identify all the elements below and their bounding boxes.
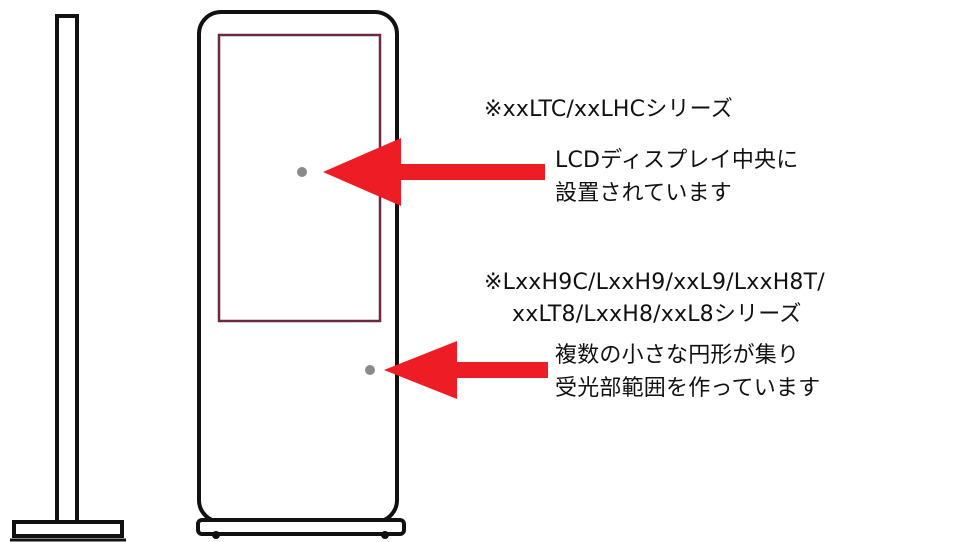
side-view-stand (10, 14, 126, 542)
annotation-2-line-2: 受光部範囲を作っています (555, 376, 821, 401)
annotation-1-line-2: 設置されています (555, 181, 732, 206)
signage-body (197, 10, 399, 524)
pointer-arrows (323, 138, 548, 399)
arrow-to-lower-sensor (384, 341, 548, 399)
annotation-1-series-label: ※xxLTC/xxLHCシリーズ (484, 97, 733, 122)
front-view-signage (196, 10, 406, 539)
annotation-1-line-1: LCDディスプレイ中央に (555, 148, 799, 173)
annotation-2-series-label-2: xxLT8/LxxH8/xxL8シリーズ (512, 302, 802, 327)
base-foot-left (212, 531, 220, 539)
annotation-2-series-label-1: ※LxxH9C/LxxH9/xxL9/LxxH8T/ (484, 270, 825, 295)
base-foot-right (381, 531, 389, 539)
side-view-base (12, 520, 124, 538)
side-view-pole (55, 14, 79, 530)
sensor-dot-lower-panel (365, 365, 375, 375)
signage-base (196, 518, 406, 536)
annotation-2-line-1: 複数の小さな円形が集り (555, 343, 800, 368)
sensor-dot-screen-center (297, 167, 307, 177)
arrow-to-screen-sensor (323, 138, 545, 206)
